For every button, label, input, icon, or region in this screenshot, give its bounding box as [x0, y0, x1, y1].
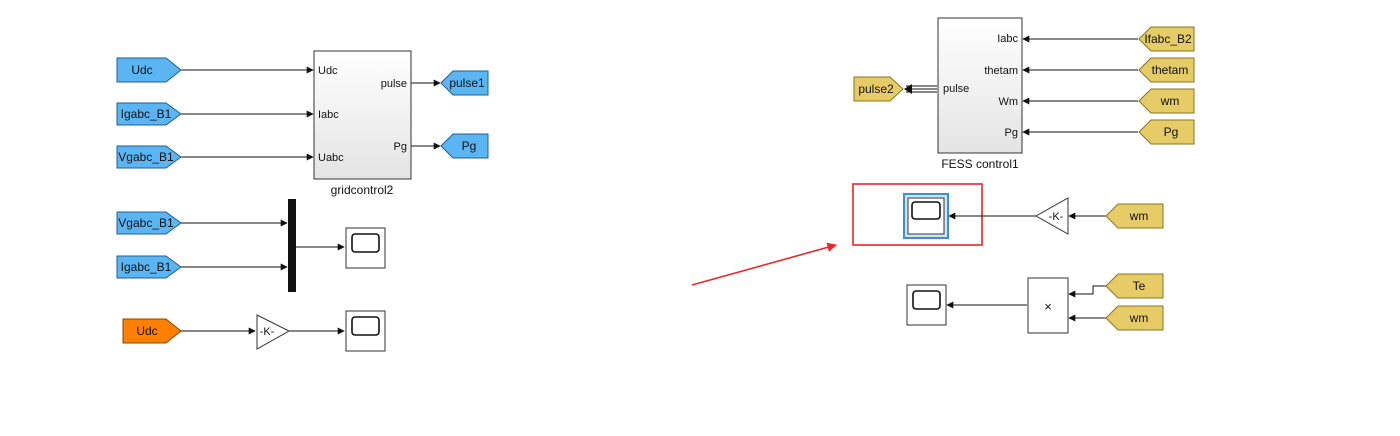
gridcontrol2-block[interactable]: Udc Iabc Uabc pulse Pg [313, 50, 412, 180]
from-tag-wm-gain[interactable]: wm [1105, 203, 1164, 229]
from-tag-wm-product[interactable]: wm [1105, 305, 1164, 331]
from-tag-pg-right[interactable]: Pg [1138, 119, 1195, 145]
gridcontrol2-name: gridcontrol2 [331, 183, 394, 197]
goto-tag-pg-label: Pg [462, 139, 477, 153]
from-tag-thetam[interactable]: thetam [1138, 57, 1195, 83]
fess-port-thetam: thetam [984, 65, 1018, 77]
scope-icon [351, 233, 380, 253]
from-tag-udc-orange[interactable]: Udc [122, 318, 182, 344]
from-tag-te[interactable]: Te [1105, 273, 1164, 299]
from-tag-wm-product-label: wm [1129, 311, 1149, 325]
wire-fess-to-pulse2[interactable] [904, 84, 937, 94]
from-tag-ifabc-b2-label: Ifabc_B2 [1144, 32, 1192, 46]
from-tag-thetam-label: thetam [1152, 63, 1189, 77]
scope-block-mux[interactable] [345, 227, 386, 269]
mux-block[interactable] [288, 199, 296, 292]
fess-control1-block[interactable]: Iabc thetam Wm Pg pulse [937, 17, 1023, 154]
fess-port-wm: Wm [998, 96, 1018, 108]
highlight-box [852, 183, 983, 246]
from-tag-igabc-b1-label: Igabc_B1 [121, 107, 172, 121]
goto-tag-pulse1-label: pulse1 [449, 76, 485, 90]
gridcontrol-port-uabc: Uabc [318, 152, 344, 164]
scope-block-product[interactable] [906, 284, 947, 326]
fess-port-iabc: Iabc [997, 33, 1018, 45]
from-tag-pg-right-label: Pg [1164, 125, 1179, 139]
annotation-arrow [691, 242, 837, 286]
gridcontrol-port-pulse: pulse [381, 78, 407, 90]
from-tag-igabc-b1-mux-label: Igabc_B1 [121, 260, 172, 274]
goto-tag-pg[interactable]: Pg [440, 133, 489, 159]
wire-te-to-product[interactable] [1068, 285, 1106, 298]
goto-tag-pulse2[interactable]: pulse2 [853, 76, 904, 102]
goto-tag-pulse2-label: pulse2 [858, 82, 894, 96]
from-tag-udc-label: Udc [131, 63, 152, 77]
from-tag-igabc-b1-mux[interactable]: Igabc_B1 [116, 255, 182, 279]
gridcontrol-port-udc: Udc [318, 65, 338, 77]
from-tag-te-label: Te [1133, 279, 1146, 293]
from-tag-igabc-b1[interactable]: Igabc_B1 [116, 102, 182, 126]
from-tag-vgabc-b1-mux-label: Vgabc_B1 [118, 216, 174, 230]
fess-port-pulse: pulse [943, 83, 969, 95]
scope-block-udc[interactable] [345, 310, 386, 352]
from-tag-wm-gain-label: wm [1129, 209, 1149, 223]
fess-control1-name: FESS control1 [941, 157, 1019, 171]
fess-port-pg: Pg [1005, 127, 1018, 139]
gain-left-label: -K- [260, 326, 275, 338]
scope-icon [351, 316, 380, 336]
from-tag-wm-label: wm [1160, 94, 1180, 108]
from-tag-udc-orange-label: Udc [136, 324, 157, 338]
goto-tag-pulse1[interactable]: pulse1 [440, 70, 489, 96]
from-tag-wm[interactable]: wm [1138, 88, 1195, 114]
scope-icon [911, 201, 941, 220]
from-tag-vgabc-b1[interactable]: Vgabc_B1 [116, 145, 182, 169]
gain-block-left[interactable]: -K- [256, 314, 291, 350]
from-tag-udc[interactable]: Udc [116, 57, 182, 83]
product-block[interactable]: × [1027, 277, 1069, 334]
gain-right-label: -K- [1049, 211, 1064, 223]
scope-icon [912, 290, 941, 310]
scope-block-selected[interactable] [903, 193, 949, 239]
gridcontrol-port-iabc: Iabc [318, 109, 339, 121]
from-tag-vgabc-b1-mux[interactable]: Vgabc_B1 [116, 211, 182, 235]
from-tag-ifabc-b2[interactable]: Ifabc_B2 [1138, 26, 1195, 52]
gridcontrol-port-pg: Pg [394, 141, 407, 153]
from-tag-vgabc-b1-label: Vgabc_B1 [118, 150, 174, 164]
gain-block-right[interactable]: -K- [1034, 197, 1069, 235]
product-symbol: × [1044, 299, 1052, 314]
